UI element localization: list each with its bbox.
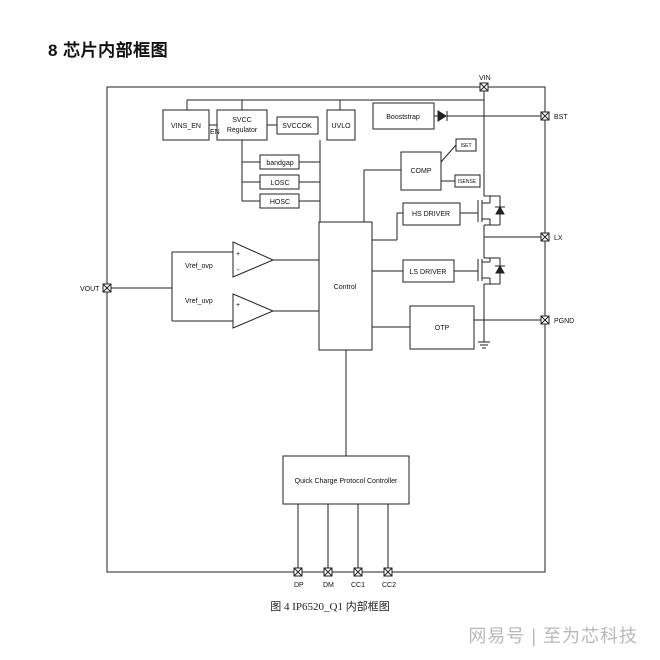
comp-label: COMP — [411, 168, 432, 175]
boostrap-label: Booststrap — [386, 114, 420, 121]
svcc-regulator-block — [216, 109, 268, 141]
uvlo-block — [326, 109, 356, 141]
svccok-label: SVCCOK — [282, 123, 312, 130]
pin-label-pgnd: PGND — [554, 318, 574, 325]
pin-label-dm: DM — [323, 582, 334, 589]
uvp-comparator — [232, 293, 275, 329]
hs-mosfet-icon — [477, 195, 505, 226]
svcc-label-1: SVCC — [232, 117, 251, 124]
pin-vout-icon — [102, 283, 112, 293]
hs-driver-label: HS DRIVER — [412, 211, 450, 218]
uvp-plus: + — [236, 302, 240, 309]
qc-controller-block — [282, 455, 410, 505]
pin-label-bst: BST — [554, 114, 568, 121]
diode-icon — [437, 110, 447, 122]
control-label: Control — [334, 284, 357, 291]
pin-cc1-icon — [353, 567, 363, 577]
vref-uvp-label: Vref_uvp — [185, 298, 213, 305]
iset-label: ISET — [460, 143, 471, 149]
pin-vin-icon — [479, 82, 489, 92]
ovp-comparator — [232, 241, 275, 278]
figure-caption: 图 4 IP6520_Q1 内部框图 — [270, 601, 390, 613]
vref-ovp-label: Vref_ovp — [185, 263, 213, 270]
pin-dm-icon — [323, 567, 333, 577]
vins-en-label: VINS_EN — [171, 123, 201, 130]
otp-label: OTP — [435, 325, 450, 332]
svcc-label-2: Regulator — [227, 127, 258, 134]
pin-label-vout: VOUT — [80, 286, 100, 293]
ls-mosfet-icon — [477, 257, 505, 285]
watermark: 网易号 | 至为芯科技 — [468, 626, 638, 646]
pin-pgnd-icon — [540, 315, 550, 325]
pin-label-cc1: CC1 — [351, 582, 365, 589]
pin-bst-icon — [540, 111, 550, 121]
qc-controller-label: Quick Charge Protocol Controller — [295, 478, 398, 485]
uvlo-label: UVLO — [331, 123, 351, 130]
comp-block — [400, 151, 442, 191]
chip-outline — [106, 86, 546, 573]
ovp-plus: + — [236, 251, 240, 258]
ovp-minus: - — [237, 267, 240, 274]
ground-icon — [478, 341, 490, 349]
pin-label-cc2: CC2 — [382, 582, 396, 589]
isense-label: ISENSE — [458, 179, 477, 185]
page-heading: 8 芯片内部框图 — [48, 41, 169, 60]
losc-label: LOSC — [270, 180, 289, 187]
ls-driver-label: LS DRIVER — [410, 269, 447, 276]
pin-label-vin: VIN — [479, 75, 491, 82]
pin-dp-icon — [293, 567, 303, 577]
pin-label-lx: LX — [554, 235, 563, 242]
en-label: EN — [210, 129, 220, 136]
bandgap-label: bandgap — [266, 160, 293, 167]
boostrap-block — [372, 102, 435, 130]
hs-driver-block — [402, 202, 461, 226]
pin-cc2-icon — [383, 567, 393, 577]
pin-lx-icon — [540, 232, 550, 242]
hosc-label: HOSC — [270, 199, 290, 206]
pin-label-dp: DP — [294, 582, 304, 589]
